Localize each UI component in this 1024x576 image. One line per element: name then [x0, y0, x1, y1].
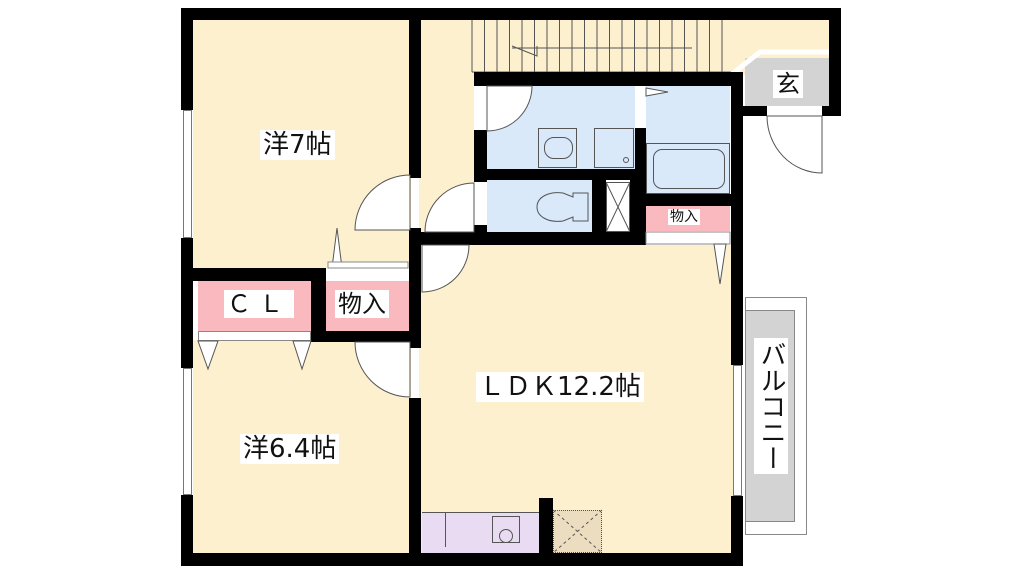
- room-label-storage-left: 物入: [335, 290, 389, 318]
- bathtub-icon: [646, 143, 730, 194]
- wall-shaft-right: [630, 180, 636, 245]
- wall-left-bottom: [181, 495, 193, 566]
- entrance-step: [730, 49, 830, 76]
- wall-wet-top: [474, 72, 743, 86]
- wall-left-top: [181, 8, 193, 110]
- wall-toilet-right: [592, 180, 606, 245]
- window-ldk-balcony[interactable]: [733, 365, 742, 496]
- toilet-room: [487, 180, 592, 232]
- door-washroom[interactable]: [486, 85, 533, 132]
- wall-ldk-right-bottom: [731, 496, 743, 566]
- closet-doors: [198, 331, 311, 341]
- wall-right-top: [829, 8, 841, 116]
- door-western-7[interactable]: [354, 174, 411, 231]
- wall-entrance-bottom-r: [822, 106, 841, 116]
- toilet-icon: [536, 192, 589, 222]
- window-western-7[interactable]: [183, 110, 192, 238]
- wall-closet-top: [193, 268, 326, 281]
- door-closet[interactable]: [197, 340, 318, 371]
- wall-closet-bottom: [311, 331, 421, 342]
- wall-left-mid: [181, 238, 193, 368]
- washbasin-icon: [538, 128, 577, 168]
- room-label-western-6-4: 洋6.4帖: [240, 434, 340, 464]
- wall-center-vertical-bottom: [409, 398, 421, 566]
- window-western-6-4[interactable]: [183, 368, 192, 495]
- door-storage-right[interactable]: [645, 231, 731, 288]
- washing-machine-area-icon: [594, 128, 634, 168]
- staircase: [471, 20, 732, 73]
- room-label-balcony: バルコニー: [754, 338, 788, 474]
- room-label-ldk: ＬＤＫ12.2帖: [476, 372, 644, 402]
- room-label-western-7: 洋7帖: [260, 130, 335, 160]
- wall-center-vertical-mid: [409, 228, 421, 348]
- wall-ldk-right-top: [731, 75, 743, 365]
- wall-top: [181, 8, 840, 20]
- pipe-shaft-icon: [605, 181, 631, 233]
- door-hall-left[interactable]: [424, 182, 475, 233]
- sink-icon: [492, 516, 520, 543]
- wall-bottom: [181, 553, 743, 566]
- wall-closet-mid: [311, 268, 326, 341]
- wall-kitchen-stub: [539, 498, 553, 566]
- kitchen-counter: [422, 512, 539, 553]
- fridge-space-x: [552, 509, 603, 554]
- room-label-closet: ＣＬ: [224, 290, 294, 318]
- door-entrance[interactable]: [766, 115, 825, 176]
- wall-center-vertical-top: [409, 8, 421, 178]
- wall-entrance-bottom: [741, 106, 767, 116]
- door-bathroom[interactable]: [645, 86, 676, 100]
- wall-wet-bottom: [421, 232, 646, 245]
- door-ldk[interactable]: [421, 244, 470, 293]
- wall-bath-bottom: [646, 194, 731, 206]
- wall-bath-left: [635, 128, 646, 245]
- room-label-storage-right: 物入: [668, 209, 700, 225]
- kitchen-divider: [445, 512, 446, 547]
- door-storage-left[interactable]: [327, 227, 409, 269]
- wall-wet-mid: [474, 169, 646, 180]
- door-western-6-4[interactable]: [354, 341, 411, 398]
- bathroom: [646, 86, 730, 194]
- room-label-entrance: 玄: [773, 70, 803, 98]
